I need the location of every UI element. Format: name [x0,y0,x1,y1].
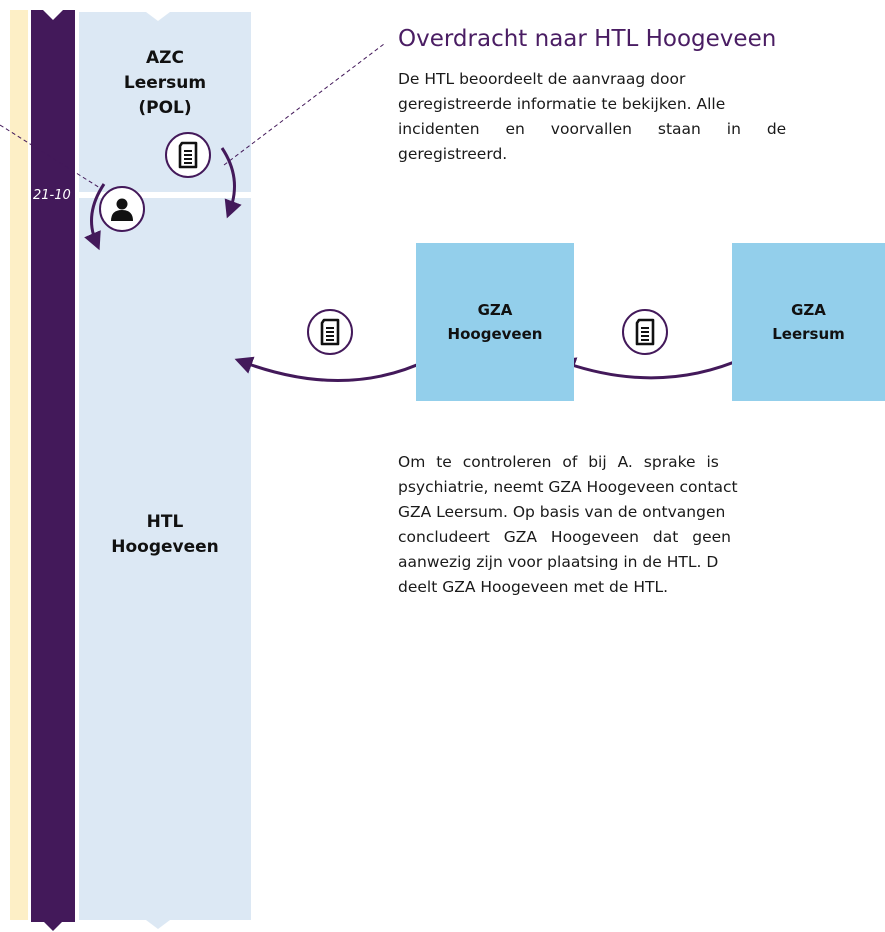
beige-strip [10,10,28,920]
callout-line-person [0,124,101,189]
intro-line: geregistreerd. [398,145,508,163]
timeline-arrow-bottom [43,921,63,931]
person-curve-arrow [84,183,106,251]
intro-line: geregistreerde informatie te bekijken. A… [398,95,726,113]
lane-notch-top [146,12,170,21]
document-icon-transfer-gza [622,309,668,355]
outro-line: concludeert GZA Hoogeveen dat geen [398,528,731,546]
section-heading: Overdracht naar HTL Hoogeveen [398,26,777,52]
document-icon-transfer-htl [307,309,353,355]
lane-azc-leersum [79,12,251,192]
callout-line-document [223,43,385,166]
arrow-leersum-to-hoogeveen [557,356,745,380]
document-icon [165,132,211,178]
person-icon [99,186,145,232]
outro-line: psychiatrie, neemt GZA Hoogeveen contact [398,478,738,496]
outro-line: aanwezig zijn voor plaatsing in de HTL. … [398,553,719,571]
timeline-notch-top [43,10,63,20]
lane-htl-hoogeveen [79,198,251,920]
document-curve-arrow [220,147,242,219]
lane-label-htl: HTL Hoogeveen [111,512,219,557]
timeline-date: 21-10 [33,188,71,203]
outro-line: deelt GZA Hoogeveen met de HTL. [398,578,669,596]
intro-line: incidenten en voorvallen staan in de [398,120,787,138]
outro-line: GZA Leersum. Op basis van de ontvangen [398,503,726,521]
lane-arrow-bottom [146,920,170,929]
lane-label-azc: AZC Leersum (POL) [123,48,207,118]
arrow-hoogeveen-to-htl [234,356,429,382]
intro-line: De HTL beoordeelt de aanvraag door [398,70,686,88]
box-gza-leersum: GZA Leersum [732,243,885,401]
outro-line: Om te controleren of bij A. sprake is [398,453,719,471]
timeline-bar [31,10,75,922]
box-gza-hoogeveen: GZA Hoogeveen [416,243,574,401]
